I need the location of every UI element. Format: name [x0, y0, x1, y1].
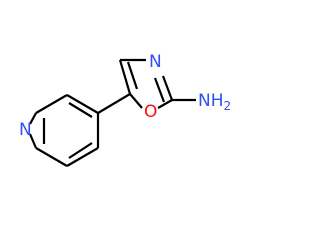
- pyridine-ring: [28, 94, 100, 167]
- pyridine-nitrogen-label: N: [19, 120, 32, 140]
- bond-pyr-n-c2: [29, 112, 37, 125]
- bond-ox-c5-c4-double: [126, 61, 139, 90]
- bond-ox-c5-c4: [118, 59, 132, 95]
- bond-ox-n-c2: [161, 75, 174, 101]
- bond-ox-n-c2-double: [153, 77, 166, 103]
- amine-group-label: NH2: [198, 91, 231, 113]
- amine-nh-text: NH: [198, 91, 224, 111]
- bond-linker: [97, 93, 131, 114]
- amine-subscript: 2: [224, 99, 232, 113]
- bond-pyr-c2-c3: [35, 94, 68, 114]
- oxazole-oxygen-label: O: [144, 102, 157, 122]
- oxazole-ring: [118, 58, 174, 109]
- bond-pyr-double-2: [68, 142, 93, 159]
- oxazole-nitrogen-label: N: [149, 52, 162, 72]
- molecule-structure-diagram: N N O NH2: [19, 52, 231, 167]
- bond-pyr-double-1: [68, 102, 93, 118]
- bond-pyr-c6-c7: [35, 147, 68, 167]
- bond-pyr-c3-c4: [66, 94, 99, 114]
- bond-pyr-c5-c6: [66, 147, 99, 167]
- bond-ox-c2-o: [157, 99, 173, 109]
- bond-pyr-c7-n: [28, 133, 38, 149]
- bond-ox-o-c5: [129, 93, 143, 109]
